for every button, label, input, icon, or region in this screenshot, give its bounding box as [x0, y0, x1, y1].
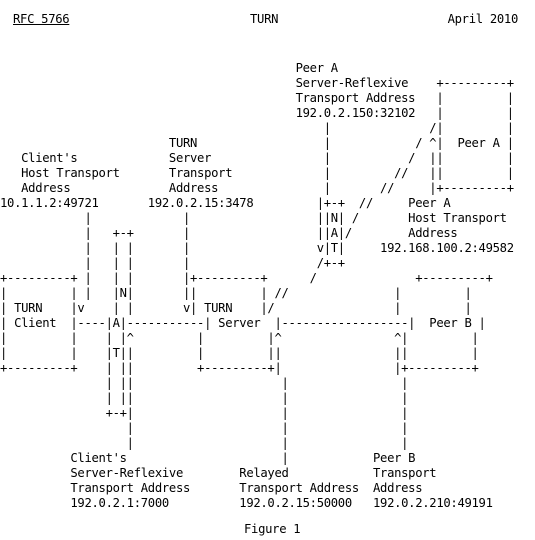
diagram-line: Transport Address | |: [0, 91, 514, 105]
diagram-line: | | | |N| || | // | |: [0, 286, 472, 300]
diagram-line: +---------+ | | | |+---------+ / +------…: [0, 271, 493, 285]
diagram-line: Server-Reflexive +---------+: [0, 76, 514, 90]
diagram-line: Peer A: [0, 61, 339, 75]
diagram-line: Client's Server | / || |: [0, 151, 514, 165]
diagram-line: | | |: [0, 421, 409, 435]
diagram-line: | +-+ | ||A|/ Address: [0, 226, 458, 240]
rfc-number-link[interactable]: RFC 5766: [13, 12, 70, 26]
diagram-line: | | | |^ | |^ ^| |: [0, 331, 479, 345]
diagram-line: | || | |: [0, 391, 409, 405]
diagram-line: | TURN |v | | v| TURN |/ | |: [0, 301, 472, 315]
diagram-line: +---------+ | || +---------+| |+--------…: [0, 361, 479, 375]
diagram-line: Address Address | // |+---------+: [0, 181, 514, 195]
diagram-line: | /| |: [0, 121, 514, 135]
diagram-line: Server-Reflexive Relayed Transport: [0, 466, 437, 480]
diagram-line: | | | | v|T| 192.168.100.2:49582: [0, 241, 514, 255]
diagram-line: Transport Address Transport Address Addr…: [0, 481, 423, 495]
diagram-line: 192.0.2.1:7000 192.0.2.15:50000 192.0.2.…: [0, 496, 493, 510]
diagram-line: TURN | / ^| Peer A |: [0, 136, 514, 150]
diagram-line: | || | |: [0, 376, 409, 390]
diagram-line: | Client |----|A|-----------| Server |--…: [0, 316, 486, 330]
figure-caption: Figure 1: [244, 522, 301, 536]
diagram-line: | | | | /+-+: [0, 256, 345, 270]
document-date: April 2010: [447, 12, 519, 26]
document-title: TURN: [250, 12, 279, 26]
diagram-line: 192.0.2.150:32102 | |: [0, 106, 514, 120]
diagram-line: | | |: [0, 436, 409, 450]
diagram-line: | | ||N| / Host Transport: [0, 211, 507, 225]
diagram-line: | | |T|| | || || |: [0, 346, 479, 360]
diagram-line: Host Transport Transport | // || |: [0, 166, 514, 180]
diagram-line: 10.1.1.2:49721 192.0.2.15:3478 |+-+ // P…: [0, 196, 451, 210]
diagram-line: +-+| | |: [0, 406, 409, 420]
diagram-line: Client's | Peer B: [0, 451, 416, 465]
